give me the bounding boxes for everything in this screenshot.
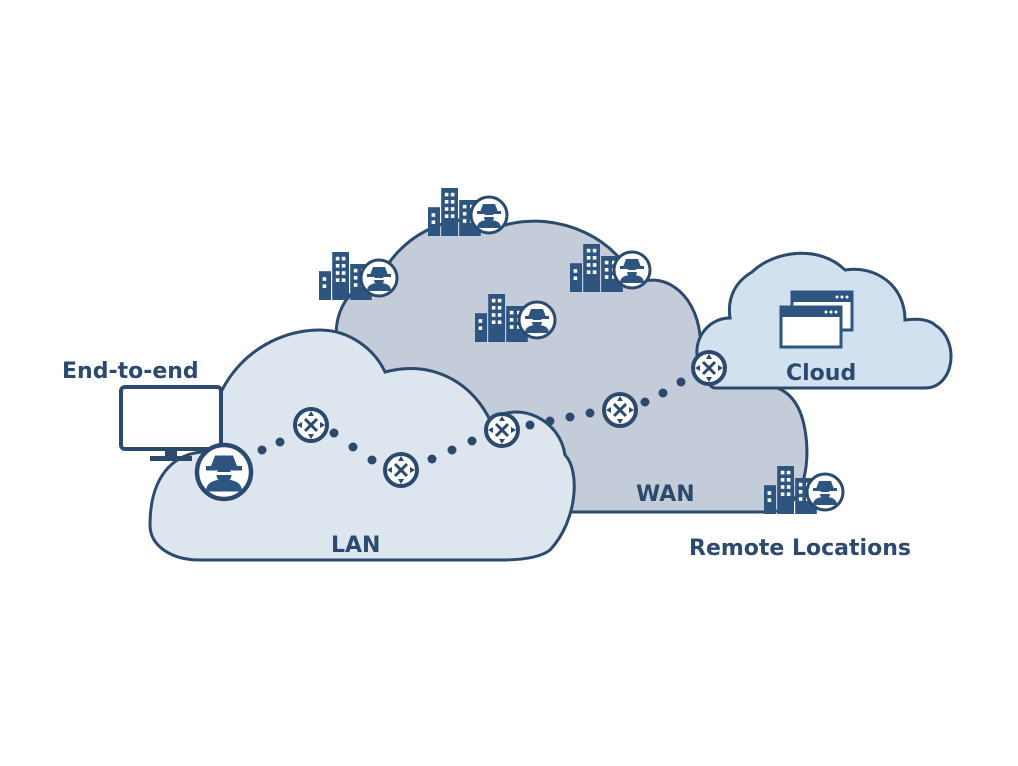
- browser-window-icon: [779, 290, 854, 349]
- lan-label: LAN: [331, 533, 380, 558]
- router-icon: [383, 452, 419, 488]
- spy-icon: [359, 258, 399, 298]
- monitor-icon: [119, 385, 223, 461]
- router-icon: [691, 350, 727, 386]
- router-icon: [602, 392, 638, 428]
- end-to-end-label: End-to-end: [62, 359, 199, 384]
- cloud-label: Cloud: [786, 361, 856, 386]
- spy-icon: [612, 250, 652, 290]
- router-icon: [293, 407, 329, 443]
- remote-locations-label: Remote Locations: [689, 536, 911, 561]
- spy-icon: [517, 300, 557, 340]
- wan-label: WAN: [636, 482, 695, 507]
- router-icon: [484, 412, 520, 448]
- spy-icon: [197, 445, 251, 499]
- connection-path: [257, 377, 686, 465]
- spy-icon: [469, 195, 509, 235]
- spy-icon: [805, 472, 845, 512]
